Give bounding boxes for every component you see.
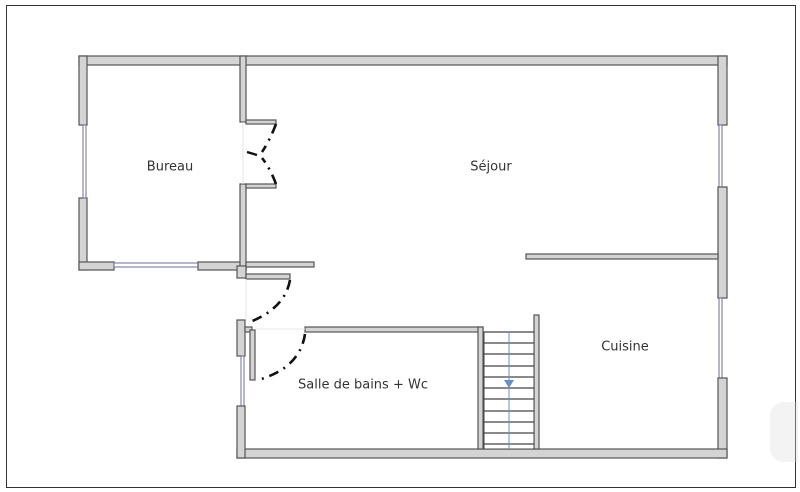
wall-bottom: [236, 448, 728, 459]
door-jamb-bottom: [245, 183, 277, 189]
interior-walls: [236, 55, 719, 450]
wall-sdb-top: [304, 326, 484, 333]
door-jamb-top: [245, 119, 277, 125]
door-hall: [249, 279, 292, 324]
room-label-cuisine: Cuisine: [601, 339, 649, 355]
wall-sdb-left-lower: [236, 405, 246, 459]
wall-right-lower: [717, 377, 728, 459]
wall-hall-post: [236, 265, 247, 279]
room-label-sejour: Séjour: [470, 159, 512, 175]
wall-right-upper: [717, 55, 728, 126]
wall-top: [78, 55, 728, 66]
exterior-walls: [78, 55, 728, 459]
window-bureau-left: [82, 124, 87, 199]
watermark-logo: [770, 402, 798, 462]
wall-bureau-sejour-lower: [239, 183, 247, 271]
window-sejour-right: [718, 124, 723, 188]
window-bureau-bottom: [113, 262, 199, 268]
wall-hall-lower: [245, 273, 291, 280]
arrow-down-icon: [504, 380, 514, 388]
staircase: [483, 331, 535, 450]
wall-stair-right: [533, 314, 540, 450]
wall-bureau-sejour-upper: [239, 55, 247, 123]
plan-frame: [6, 5, 796, 488]
wall-left-upper: [78, 55, 88, 126]
wall-sejour-cuisine: [525, 253, 719, 260]
wall-sdb-inner-left: [249, 329, 256, 381]
window-cuisine-right: [718, 297, 723, 379]
wall-hall-upper: [245, 261, 315, 268]
wall-sdb-right: [477, 326, 484, 450]
wall-sdb-left-upper: [236, 319, 246, 357]
wall-left-lower: [78, 197, 88, 271]
wall-bureau-bottom-left: [78, 261, 115, 271]
door-sdb: [257, 333, 307, 382]
window-sdb-left: [240, 355, 245, 407]
room-label-salle-de-bains: Salle de bains + Wc: [298, 377, 428, 393]
door-bureau: [246, 123, 278, 185]
wall-right-middle: [717, 186, 728, 299]
room-label-bureau: Bureau: [146, 159, 194, 175]
